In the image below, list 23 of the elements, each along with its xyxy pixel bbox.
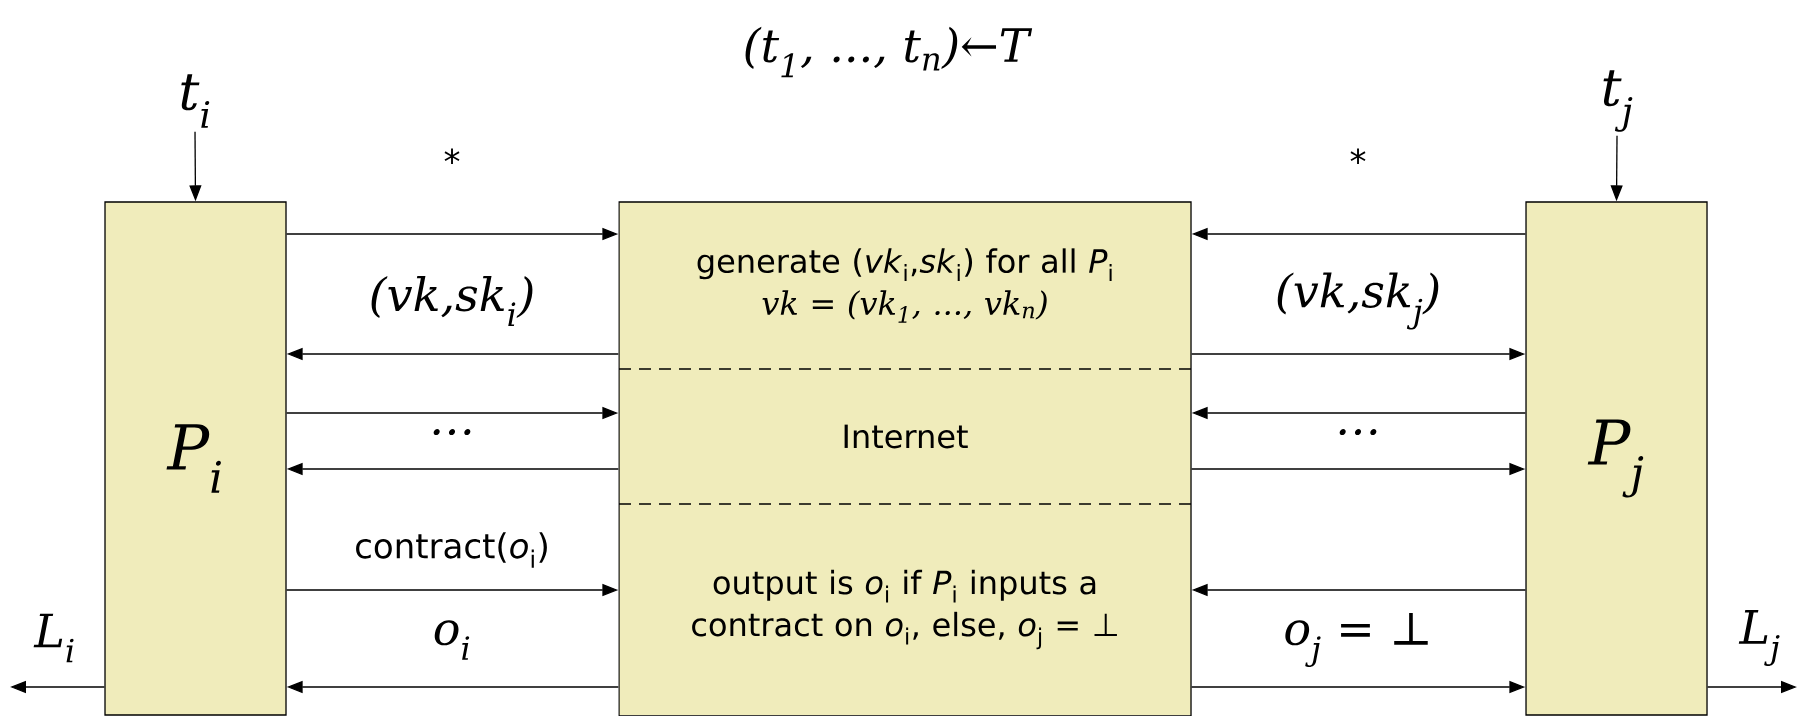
input-label: t$_{i}$ xyxy=(181,74,210,128)
edge-label: L$_{j}$ xyxy=(1737,608,1783,668)
edge-label: o$_{j}$ = ⊥ xyxy=(1281,611,1435,669)
edge-label: … xyxy=(1333,427,1383,437)
edge-label: … xyxy=(427,427,477,437)
edge-label: (vk,sk$_{j}$) xyxy=(1272,270,1444,332)
edge-label: * xyxy=(441,146,463,176)
functionality-band: output is o$_{i}$ if P$_{i}$ inputs a contract on o$_{i}$, else, o$_{j}$ = ⊥ xyxy=(619,504,1191,715)
node-label: vk = (vk$_{1}$, ..., vk$_{n}$) xyxy=(762,290,1047,323)
functionality-band: generate (vk$_{i}$,sk$_{i}$) for all P$_{i}$ vk = (vk$_{1}$, ..., vk$_{n}$) xyxy=(619,202,1191,369)
input-label: t$_{j}$ xyxy=(1603,70,1633,132)
formula-label: (t$_{1}$, ..., t$_{n}$)←T xyxy=(745,26,1033,78)
node-label: Internet xyxy=(844,424,968,449)
node-label: generate (vk$_{i}$,sk$_{i}$) for all P$_{i}$ xyxy=(697,248,1112,282)
party-box: P$_{i}$ xyxy=(104,201,287,716)
edge-label: L$_{i}$ xyxy=(32,611,78,665)
edge-label: contract(o$_{i}$) xyxy=(352,530,552,570)
edge-label: (vk,sk$_{i}$) xyxy=(366,273,538,329)
functionality-band: Internet xyxy=(619,369,1191,504)
edge-label: * xyxy=(1347,146,1369,176)
party-box: P$_{j}$ xyxy=(1525,201,1708,716)
edge-label: o$_{i}$ xyxy=(430,618,474,662)
node-label: output is o$_{i}$ if P$_{i}$ inputs a contract on o$_{i}$, else, o$_{j}$ = ⊥ xyxy=(692,569,1117,650)
